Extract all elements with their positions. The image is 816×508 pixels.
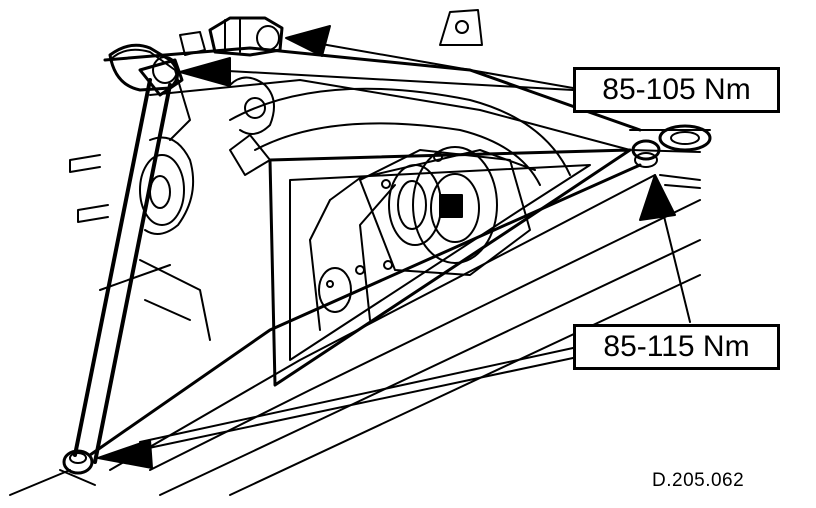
arrow-lower-left-icon [97,439,153,469]
torque-spec-upper: 85-105 Nm [573,67,780,113]
lower-callout-arrows [97,174,691,469]
arrow-upper-left-icon [179,57,231,87]
hub-knuckle [69,48,275,235]
arrow-upper-right-icon [285,25,331,57]
figure-reference-code: D.205.062 [652,470,745,491]
tie-rod [59,58,184,486]
torque-spec-lower: 85-115 Nm [573,324,780,370]
upper-callout-arrows [179,25,574,91]
upper-mount-joints [108,16,284,92]
right-link-end [629,124,712,189]
subframe-structure [9,9,701,496]
bushing-assembly [318,146,531,313]
arrow-up-right-link-icon [639,174,676,221]
